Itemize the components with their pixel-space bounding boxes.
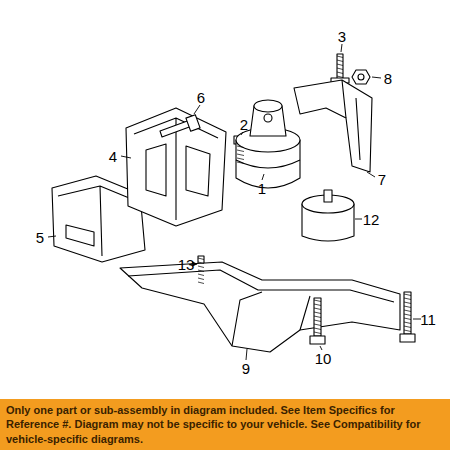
callout-number: 13 xyxy=(178,257,195,272)
callout-number: 10 xyxy=(315,351,332,366)
bolt-thread xyxy=(198,262,204,264)
bolt-thread xyxy=(314,308,321,310)
callout-number: 2 xyxy=(240,117,248,132)
bolt-thread xyxy=(237,162,244,164)
crossmember xyxy=(120,262,400,352)
callout-number: 7 xyxy=(378,172,386,187)
bolt-thread xyxy=(198,278,204,280)
bolt-thread xyxy=(237,158,244,160)
bolt-thread xyxy=(314,312,321,314)
callout-number: 8 xyxy=(384,71,392,86)
bracket-detail xyxy=(58,186,134,256)
engine-mount xyxy=(254,100,282,112)
callout-number: 5 xyxy=(36,230,44,245)
leader-line xyxy=(413,319,421,320)
bolt-thread xyxy=(337,68,343,70)
bolt-thread xyxy=(404,310,411,312)
bolt-thread xyxy=(314,304,321,306)
callout-number: 1 xyxy=(258,181,266,196)
nut xyxy=(352,70,370,84)
callout-number: 6 xyxy=(197,90,205,105)
callout-number: 11 xyxy=(420,312,436,327)
callout-number: 3 xyxy=(338,29,346,44)
bolt-thread xyxy=(337,56,343,58)
bolt-thread xyxy=(337,64,343,66)
bolt-thread xyxy=(314,324,321,326)
leader-line xyxy=(341,44,342,52)
bolt-thread xyxy=(404,330,411,332)
bolt-thread xyxy=(337,76,343,78)
bolt-thread xyxy=(237,146,244,148)
engine-bracket xyxy=(126,108,226,226)
bolt-thread xyxy=(237,154,244,156)
mount-hole xyxy=(264,114,272,122)
leader-line xyxy=(246,349,247,360)
bolt-thread xyxy=(314,328,321,330)
disclaimer-box: Only one part or sub-assembly in diagram… xyxy=(0,399,450,450)
bolt-thread xyxy=(404,314,411,316)
bolt-thread xyxy=(404,294,411,296)
nut-hole xyxy=(358,74,364,80)
leader-line xyxy=(262,174,264,180)
leader-line xyxy=(121,156,131,158)
leader-line xyxy=(367,172,375,177)
bolt-thread xyxy=(198,282,204,284)
bolt-thread xyxy=(337,60,343,62)
callout-number: 9 xyxy=(242,361,250,376)
bolt xyxy=(314,298,321,336)
bolt-thread xyxy=(404,326,411,328)
leader-line xyxy=(194,105,200,114)
mount-stud xyxy=(324,190,332,202)
bolt-thread xyxy=(198,258,204,260)
bolt-thread xyxy=(314,320,321,322)
bolt-thread xyxy=(314,316,321,318)
bolt-thread xyxy=(198,266,204,268)
leader-line xyxy=(48,236,56,237)
bolt-thread xyxy=(198,270,204,272)
callout-number: 12 xyxy=(363,212,380,227)
crossmember-detail xyxy=(128,270,394,346)
bolt-head xyxy=(400,334,415,342)
bracket-detail xyxy=(134,118,218,220)
bolt-thread xyxy=(404,322,411,324)
shield-detail xyxy=(342,80,360,160)
bolt-thread xyxy=(404,298,411,300)
engine-mount xyxy=(250,101,286,136)
leader-line xyxy=(355,219,362,220)
disclaimer-text: Only one part or sub-assembly in diagram… xyxy=(6,403,444,446)
mount-detail xyxy=(236,160,300,168)
leader-line xyxy=(372,77,381,78)
callout-number: 4 xyxy=(109,149,117,164)
bolt-thread xyxy=(337,72,343,74)
bolt-thread xyxy=(237,150,244,152)
bolt-thread xyxy=(314,300,321,302)
bolt-head xyxy=(310,336,325,344)
bolt xyxy=(404,292,411,334)
leader-line xyxy=(196,264,197,265)
bolt-thread xyxy=(198,274,204,276)
bolt-head xyxy=(186,115,200,132)
bolt-thread xyxy=(404,306,411,308)
bolt-thread xyxy=(404,318,411,320)
heat-shield xyxy=(294,80,372,172)
leader-line xyxy=(320,346,322,350)
bolt-thread xyxy=(314,332,321,334)
leader-line xyxy=(241,132,243,135)
bolt-thread xyxy=(404,302,411,304)
